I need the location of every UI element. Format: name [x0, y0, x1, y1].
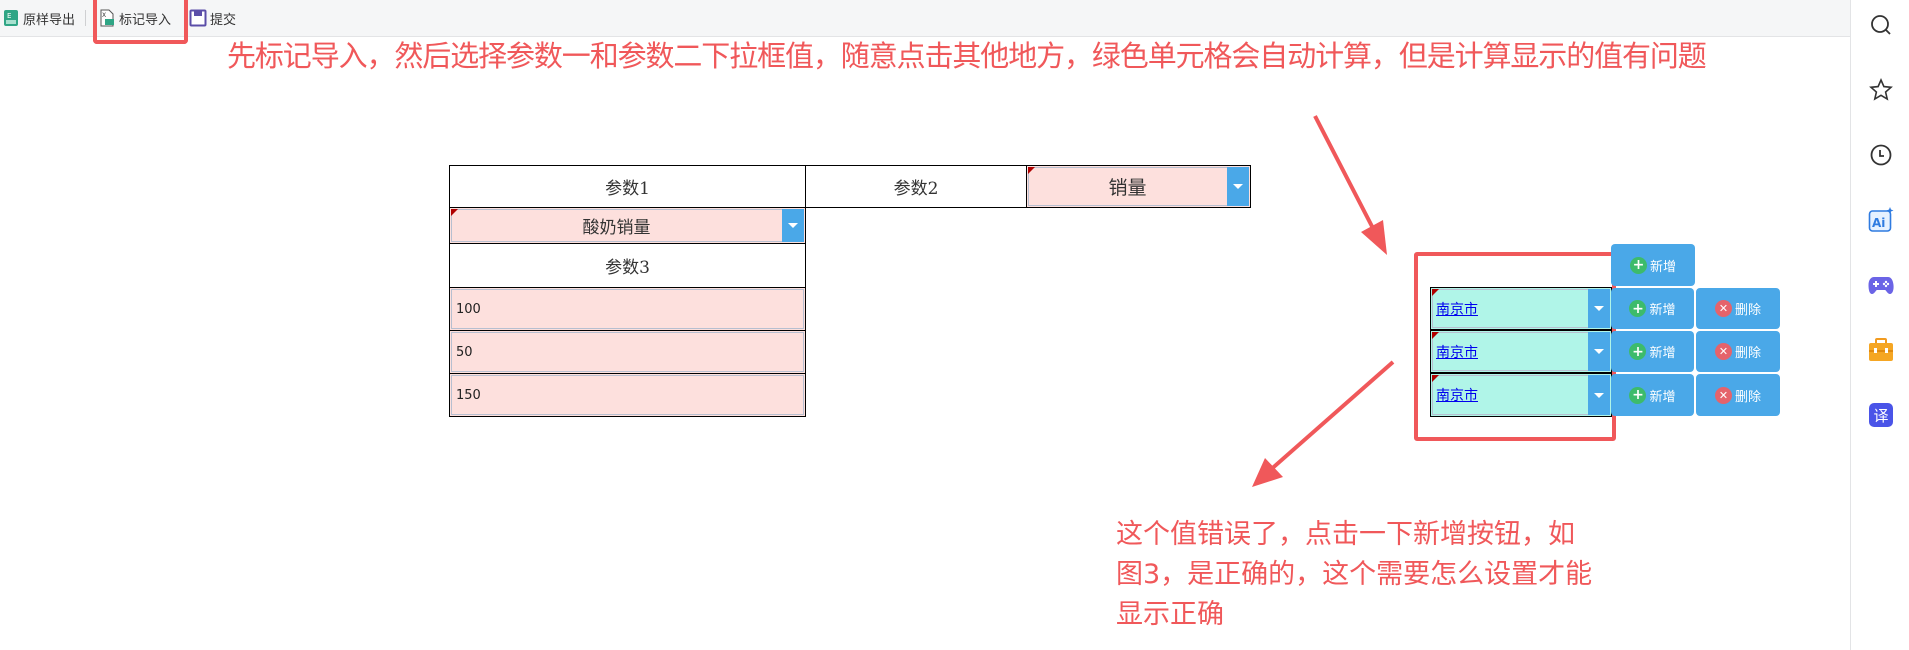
add-label: 新增	[1649, 346, 1676, 361]
city-link[interactable]: 南京市	[1436, 344, 1478, 361]
add-button-row[interactable]: +新增	[1611, 331, 1694, 372]
city-select[interactable]: 南京市	[1430, 330, 1612, 373]
delete-label: 删除	[1734, 389, 1761, 405]
star-icon[interactable]	[1868, 77, 1894, 103]
export-original-button[interactable]: E 原样导出	[0, 0, 81, 36]
param2-label-cell: 参数2	[805, 165, 1027, 208]
city-select[interactable]: 南京市	[1430, 373, 1612, 417]
excel-import-icon: X	[98, 9, 116, 27]
delete-button-row[interactable]: ✕删除	[1696, 374, 1780, 416]
plus-icon: +	[1629, 256, 1647, 274]
close-circle-icon: ✕	[1714, 386, 1732, 404]
value-cell[interactable]: 100	[449, 287, 806, 331]
svg-text:E: E	[7, 12, 11, 20]
value-text: 50	[456, 344, 473, 360]
param1-select[interactable]: 酸奶销量	[449, 207, 806, 244]
param1-dropdown-button[interactable]	[782, 209, 804, 242]
value-text: 100	[456, 301, 481, 317]
plus-icon: +	[1629, 343, 1647, 360]
chevron-down-icon	[1233, 184, 1243, 189]
add-label: 新增	[1649, 303, 1676, 318]
translate-icon[interactable]: 译	[1868, 402, 1894, 428]
chevron-down-icon	[788, 223, 798, 228]
param2-value: 销量	[1108, 177, 1147, 199]
cell-inner-border	[451, 332, 804, 372]
mark-import-button[interactable]: X 标记导入	[96, 0, 177, 36]
value-text: 150	[456, 387, 481, 403]
mark-import-label: 标记导入	[119, 12, 172, 28]
delete-label: 删除	[1734, 303, 1761, 318]
add-button-header[interactable]: +新增	[1611, 244, 1695, 286]
history-clock-icon[interactable]	[1868, 142, 1894, 168]
chevron-down-icon	[1594, 392, 1604, 398]
city-link[interactable]: 南京市	[1436, 301, 1478, 318]
excel-export-icon: E	[2, 9, 20, 27]
add-button-row[interactable]: +新增	[1611, 288, 1694, 329]
search-icon[interactable]	[1868, 12, 1894, 38]
city-dropdown-button[interactable]	[1588, 289, 1610, 328]
plus-icon: +	[1629, 300, 1647, 317]
plus-icon: +	[1629, 386, 1647, 404]
submit-button[interactable]: 提交	[187, 0, 242, 36]
game-controller-icon[interactable]	[1868, 272, 1894, 298]
add-label: 新增	[1649, 259, 1676, 275]
svg-text:Ai: Ai	[1872, 216, 1885, 230]
chevron-down-icon	[1594, 349, 1604, 354]
delete-button-row[interactable]: ✕删除	[1696, 288, 1780, 329]
toolbox-icon[interactable]	[1868, 337, 1894, 363]
param3-label: 参数3	[605, 258, 650, 278]
export-original-label: 原样导出	[23, 12, 76, 28]
add-button-row[interactable]: +新增	[1611, 374, 1694, 416]
close-circle-icon: ✕	[1714, 343, 1732, 360]
delete-label: 删除	[1734, 346, 1761, 361]
toolbar: E 原样导出 X 标记导入 提交	[0, 0, 1850, 37]
submit-label: 提交	[210, 12, 237, 28]
toolbar-separator	[85, 10, 87, 26]
value-cell[interactable]: 150	[449, 373, 806, 417]
param2-label: 参数2	[893, 179, 939, 199]
save-icon	[189, 9, 207, 27]
chevron-down-icon	[1594, 306, 1604, 311]
annotation-top: 先标记导入，然后选择参数一和参数二下拉框值，随意点击其他地方，绿色单元格会自动计…	[227, 39, 1707, 73]
cell-inner-border	[451, 289, 804, 329]
delete-button-row[interactable]: ✕删除	[1696, 331, 1780, 372]
close-circle-icon: ✕	[1714, 300, 1732, 317]
param2-select[interactable]: 销量	[1026, 165, 1251, 208]
comment-marker-icon	[1432, 289, 1439, 296]
city-dropdown-button[interactable]	[1588, 332, 1610, 371]
cell-inner-border	[451, 375, 804, 415]
arrow-down-right-icon	[1313, 115, 1387, 255]
param1-label: 参数1	[605, 179, 650, 199]
browser-sidebar: Ai 译	[1850, 0, 1909, 650]
city-dropdown-button[interactable]	[1588, 375, 1610, 415]
annotation-bottom: 这个值错误了，点击一下新增按钮，如图3，是正确的，这个需要怎么设置才能显示正确	[1116, 519, 1593, 630]
comment-marker-icon	[1028, 167, 1035, 174]
param1-value: 酸奶销量	[582, 218, 651, 238]
city-select[interactable]: 南京市	[1430, 287, 1612, 330]
add-label: 新增	[1649, 389, 1676, 405]
svg-text:X: X	[102, 12, 106, 19]
param2-dropdown-button[interactable]	[1227, 167, 1249, 206]
city-link[interactable]: 南京市	[1436, 388, 1478, 404]
param1-label-cell: 参数1	[449, 165, 806, 208]
comment-marker-icon	[1432, 332, 1439, 339]
arrow-down-left-icon	[1252, 360, 1395, 487]
translate-glyph: 译	[1869, 403, 1893, 427]
ai-icon[interactable]: Ai	[1868, 207, 1894, 233]
comment-marker-icon	[1432, 375, 1439, 382]
comment-marker-icon	[451, 209, 458, 216]
